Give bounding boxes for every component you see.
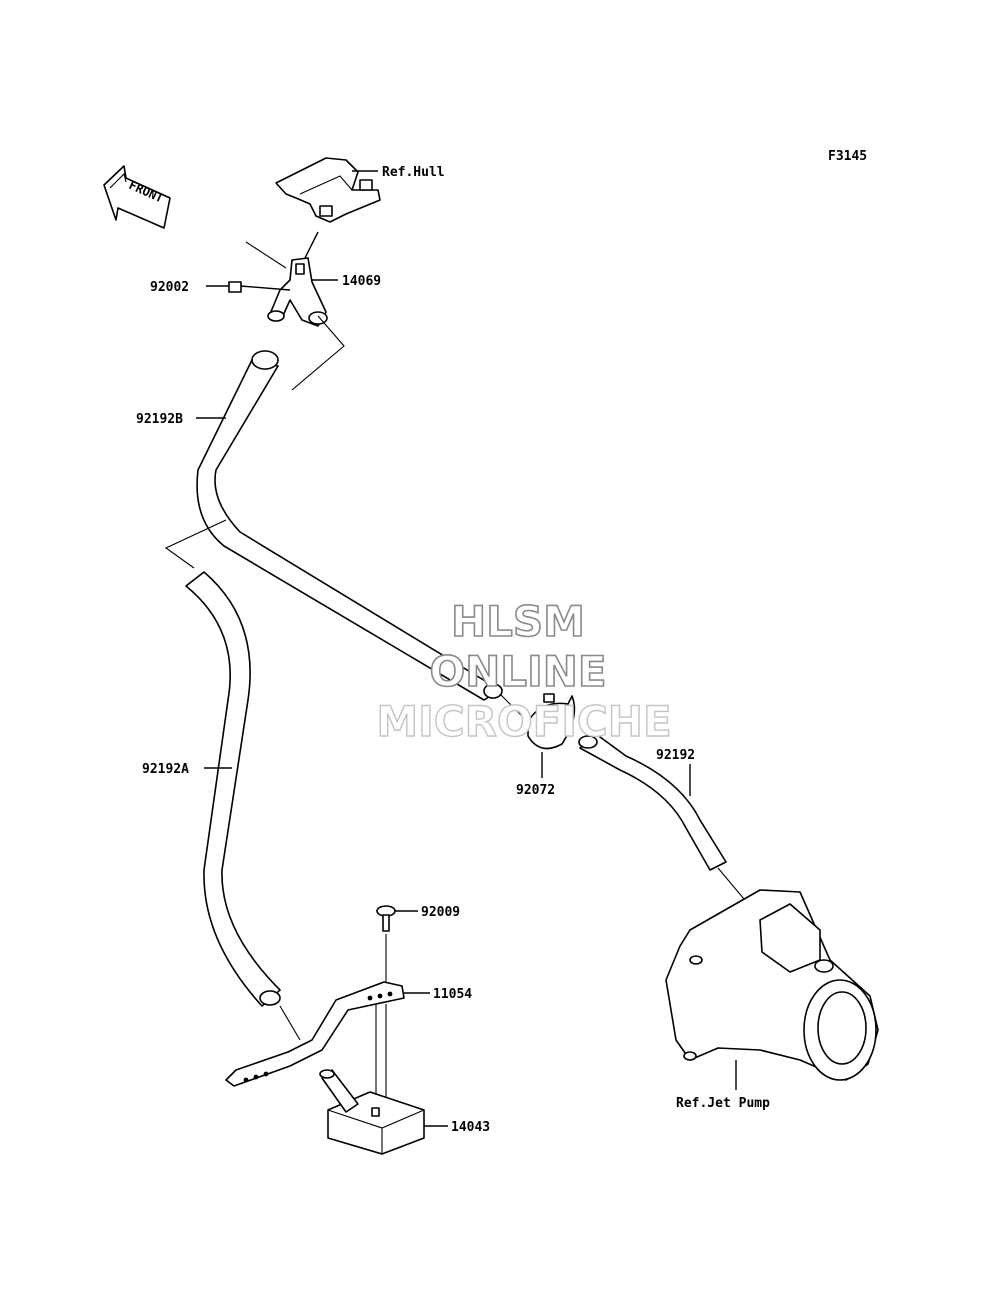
front-arrow-icon: FRONT [103,165,171,229]
hull-bracket: Ref.Hull [275,157,445,223]
fitting-14069: 14069 [267,231,381,327]
watermark-line-3: MICROFICHE [376,697,671,746]
bracket-11054: 11054 [225,981,472,1104]
jet-pump-housing: Ref.Jet Pump [665,889,879,1111]
part-label-92192: 92192 [656,748,695,763]
part-label-11054: 11054 [433,987,472,1002]
ref-hull-label: Ref.Hull [382,165,445,180]
ref-jet-pump-label: Ref.Jet Pump [676,1096,770,1111]
part-label-92002: 92002 [150,280,189,295]
part-label-92192B: 92192B [136,412,183,427]
part-label-92192A: 92192A [142,762,189,777]
part-label-14043: 14043 [451,1120,490,1135]
hose-92192B: 92192B [136,350,503,701]
watermark: HLSM ONLINE MICROFICHE [376,596,673,747]
hull-nut [319,205,333,217]
clamp-92072: 92072 [499,693,576,798]
part-label-92009: 92009 [421,905,460,920]
filter-14043: 14043 [319,1069,490,1155]
screw-92009: 92009 [376,905,460,982]
hose-92192A: 92192A [142,571,281,1007]
watermark-line-2: ONLINE [429,647,606,696]
bolt-92002: 92002 [150,280,291,295]
part-label-14069: 14069 [342,274,381,289]
watermark-line-1: HLSM [451,597,585,646]
part-label-92072: 92072 [516,783,555,798]
figure-code: F3145 [828,149,867,164]
hull-nut [359,179,373,191]
